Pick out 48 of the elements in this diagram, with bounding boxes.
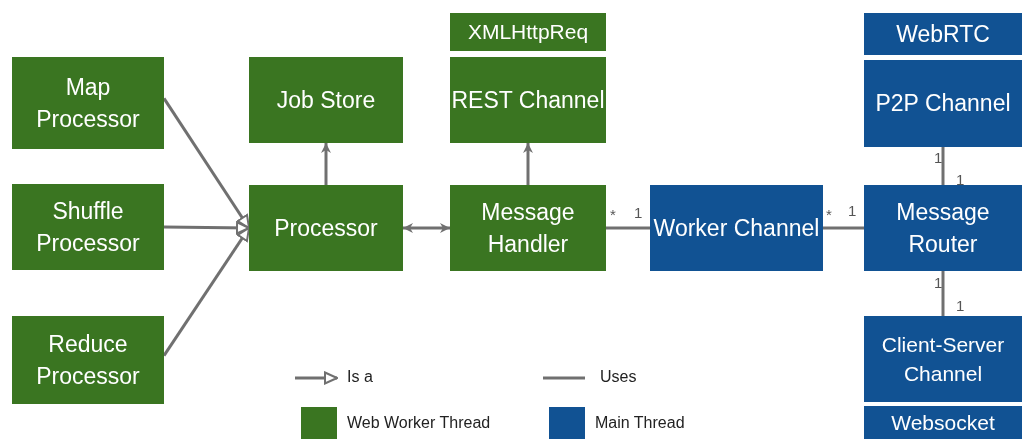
class-name: P2P Channel <box>875 89 1011 119</box>
association-line <box>606 226 650 230</box>
class-box <box>249 57 403 143</box>
multiplicity-label: 1 <box>934 150 943 165</box>
class-name: Job Store <box>276 85 376 115</box>
class-name: Map Processor <box>35 72 141 134</box>
legend-label: Uses <box>600 369 637 385</box>
class-box <box>864 13 1022 55</box>
class-box <box>450 57 606 143</box>
arrow <box>403 223 450 233</box>
association-line <box>823 226 864 230</box>
class-box <box>450 13 606 51</box>
arrow <box>321 143 331 185</box>
class-name: Shuffle Processor <box>35 196 141 258</box>
class-name: Worker Channel <box>653 213 820 243</box>
arrow <box>523 143 533 185</box>
multiplicity-label: 1 <box>634 205 643 220</box>
class-box <box>650 185 823 271</box>
class-name: Client-Server Channel <box>880 331 1006 387</box>
class-name: XMLHttpReq <box>467 19 589 46</box>
class-box <box>864 406 1022 439</box>
association-line <box>941 147 945 185</box>
association-line <box>941 271 945 316</box>
multiplicity-label: 1 <box>934 275 943 290</box>
class-box <box>450 185 606 271</box>
class-name: WebRTC <box>896 19 990 49</box>
arrow <box>164 221 250 235</box>
class-box <box>864 60 1022 147</box>
multiplicity-label: * <box>826 207 832 222</box>
class-box <box>864 185 1022 271</box>
multiplicity-label: 1 <box>956 172 965 187</box>
class-name: Message Handler <box>480 197 576 259</box>
class-name: Processor <box>274 213 378 243</box>
legend-label: Main Thread <box>595 415 685 431</box>
legend-label: Web Worker Thread <box>347 415 491 431</box>
class-name: Message Router <box>895 197 991 259</box>
legend-label: Is a <box>347 369 373 385</box>
class-name: Websocket <box>891 409 995 436</box>
class-box <box>12 316 164 404</box>
multiplicity-label: 1 <box>848 203 857 218</box>
class-name: Reduce Processor <box>35 329 141 391</box>
class-box <box>864 316 1022 402</box>
multiplicity-label: * <box>610 207 616 222</box>
class-box <box>12 57 164 149</box>
multiplicity-label: 1 <box>956 298 965 313</box>
class-box <box>249 185 403 271</box>
class-box <box>12 184 164 270</box>
class-name: REST Channel <box>451 85 605 115</box>
